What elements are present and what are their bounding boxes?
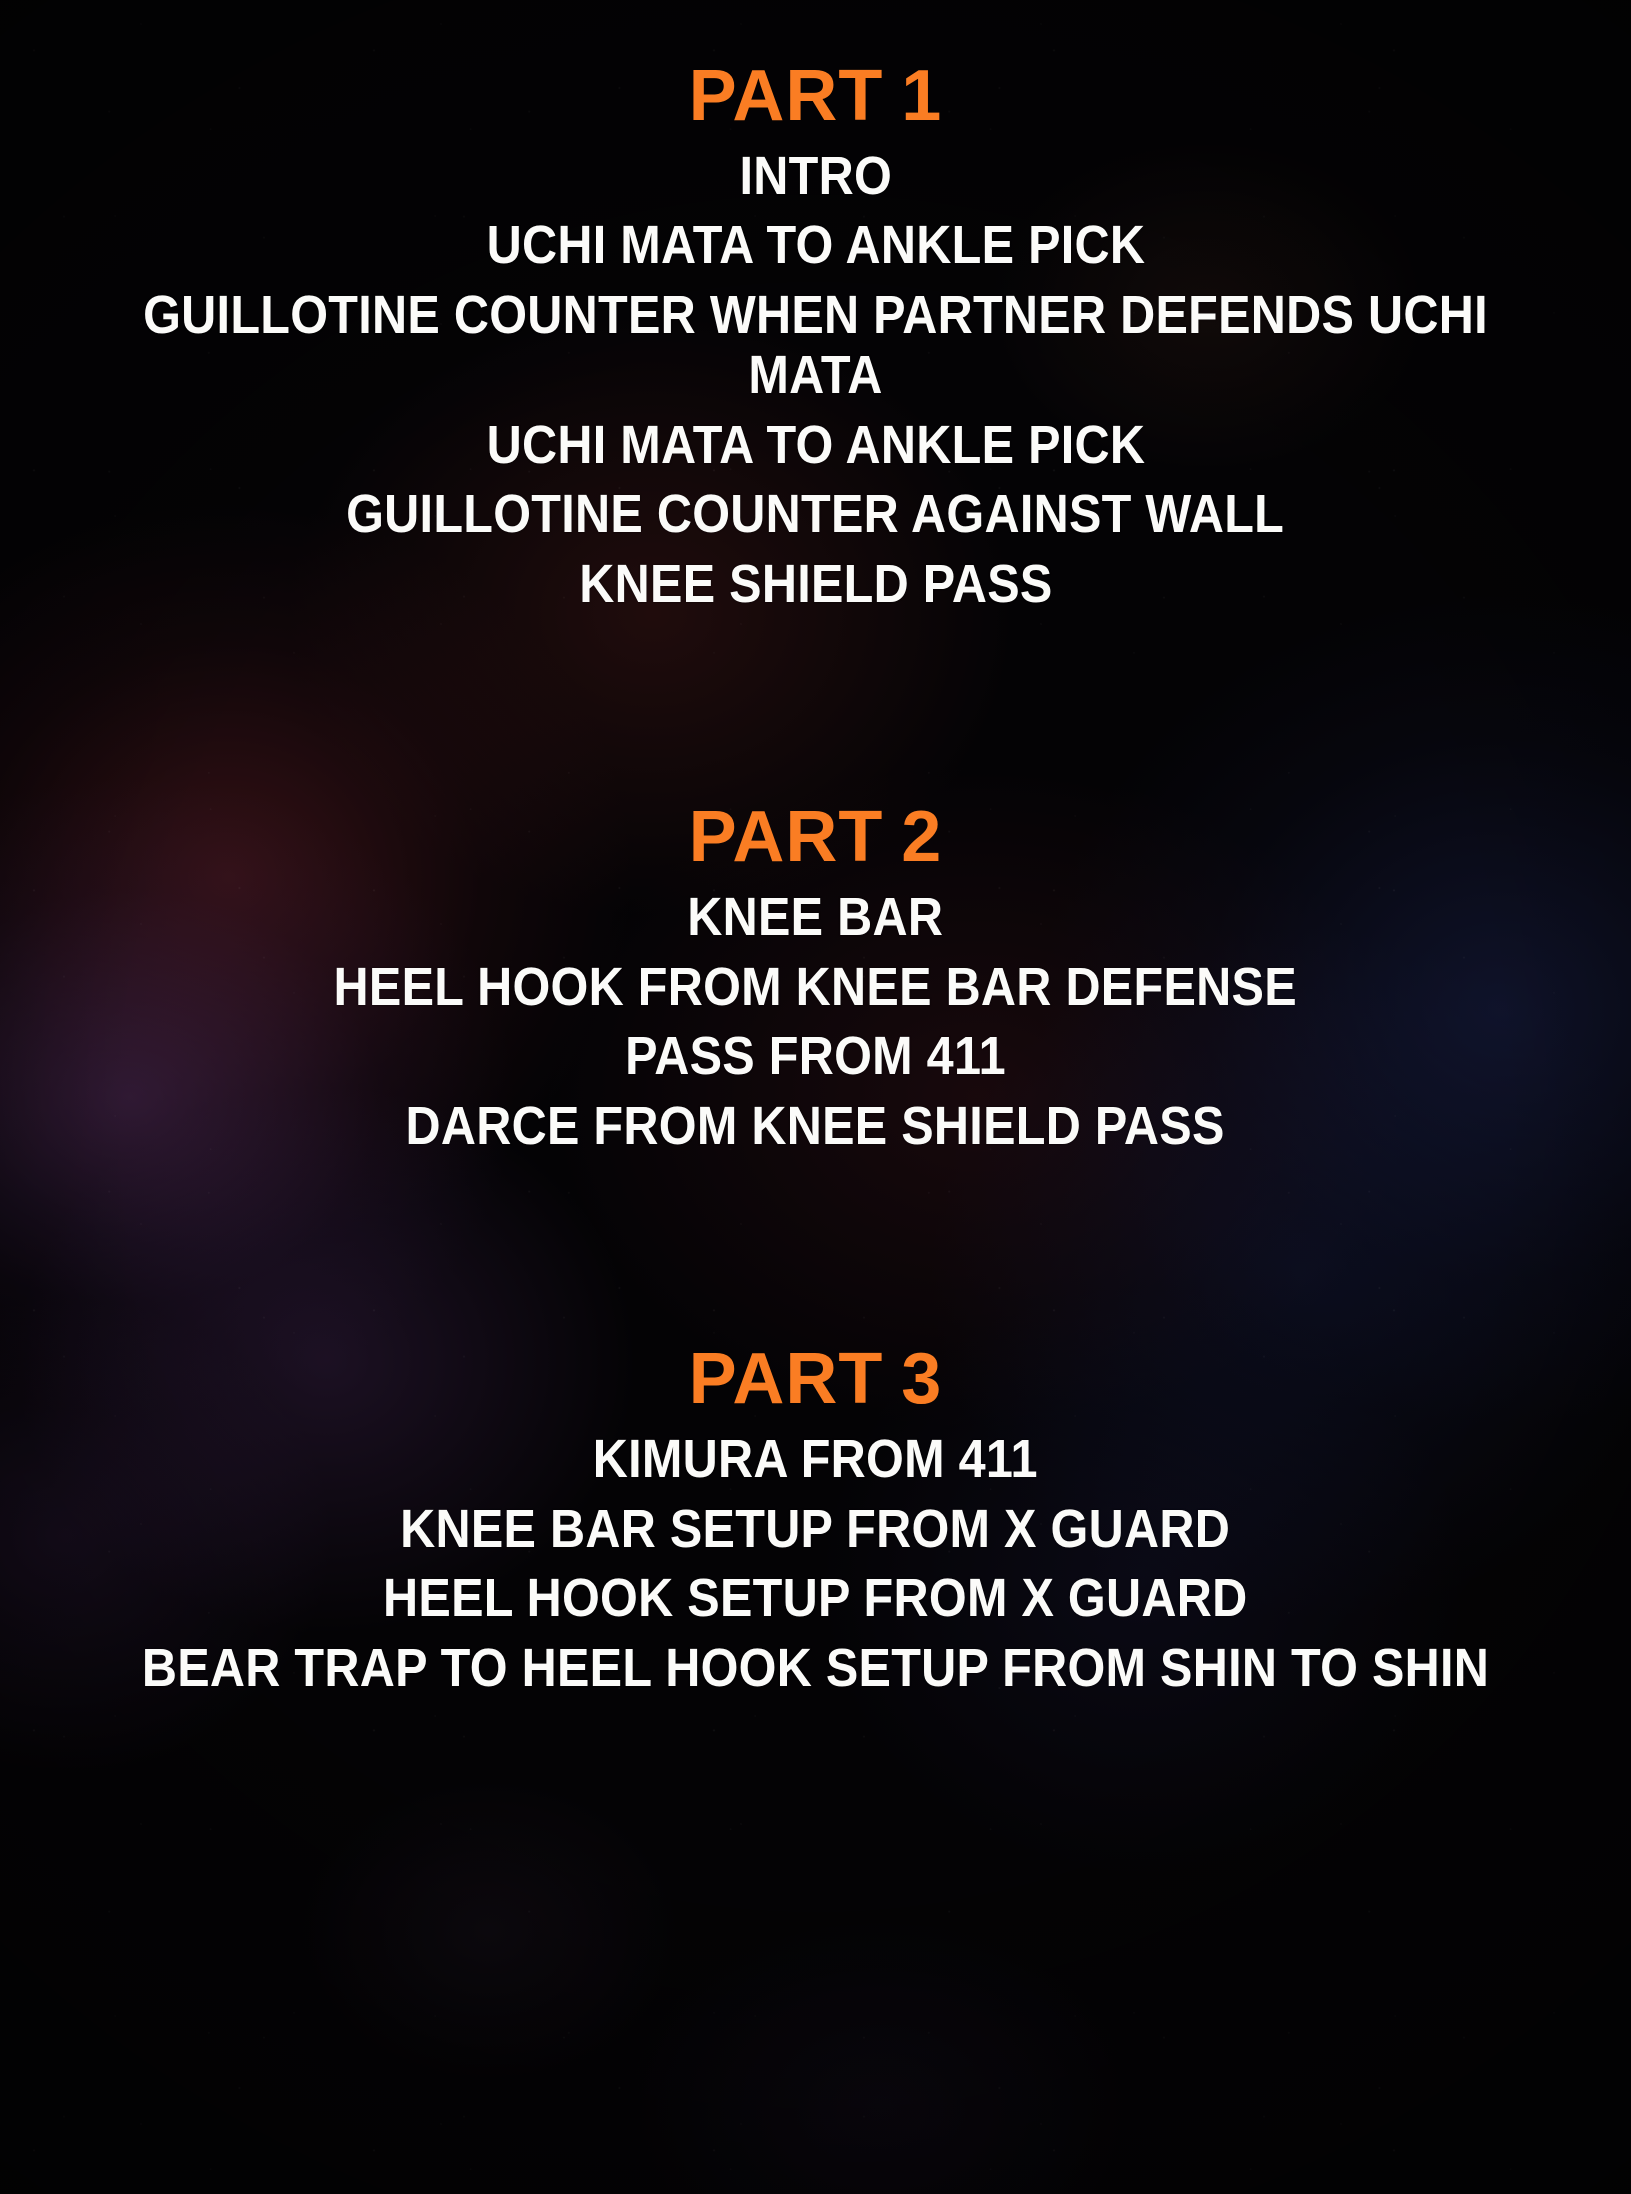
part-1-item-list: INTRO UCHI MATA TO ANKLE PICK GUILLOTINE… <box>60 146 1571 623</box>
part-3-heading-word: PART <box>688 1339 884 1420</box>
part-2-item-list: KNEE BAR HEEL HOOK FROM KNEE BAR DEFENSE… <box>60 887 1571 1165</box>
list-item: KNEE BAR SETUP FROM X GUARD <box>400 1498 1231 1559</box>
list-item: KIMURA FROM 411 <box>592 1429 1039 1490</box>
list-item: HEEL HOOK SETUP FROM X GUARD <box>383 1568 1248 1629</box>
list-item: KNEE BAR <box>687 887 944 948</box>
part-3-item-list: KIMURA FROM 411 KNEE BAR SETUP FROM X GU… <box>60 1429 1571 1707</box>
list-item: DARCE FROM KNEE SHIELD PASS <box>405 1095 1226 1156</box>
part-3-heading-number: 3 <box>901 1339 943 1420</box>
list-item: UCHI MATA TO ANKLE PICK <box>486 215 1145 276</box>
list-item: KNEE SHIELD PASS <box>578 553 1053 614</box>
list-item: GUILLOTINE COUNTER AGAINST WALL <box>346 484 1285 545</box>
list-item: HEEL HOOK FROM KNEE BAR DEFENSE <box>333 956 1298 1017</box>
list-item: BEAR TRAP TO HEEL HOOK SETUP FROM SHIN T… <box>141 1637 1490 1698</box>
part-1-heading-word: PART <box>688 56 884 136</box>
list-item: UCHI MATA TO ANKLE PICK <box>486 414 1145 475</box>
list-item: GUILLOTINE COUNTER WHEN PARTNER DEFENDS … <box>143 284 1488 406</box>
part-2-heading-number: 2 <box>901 797 943 878</box>
part-1-heading-number: 1 <box>901 56 943 136</box>
list-item: INTRO <box>739 146 892 206</box>
list-item: PASS FROM 411 <box>625 1026 1006 1087</box>
part-2-heading-word: PART <box>688 797 884 878</box>
